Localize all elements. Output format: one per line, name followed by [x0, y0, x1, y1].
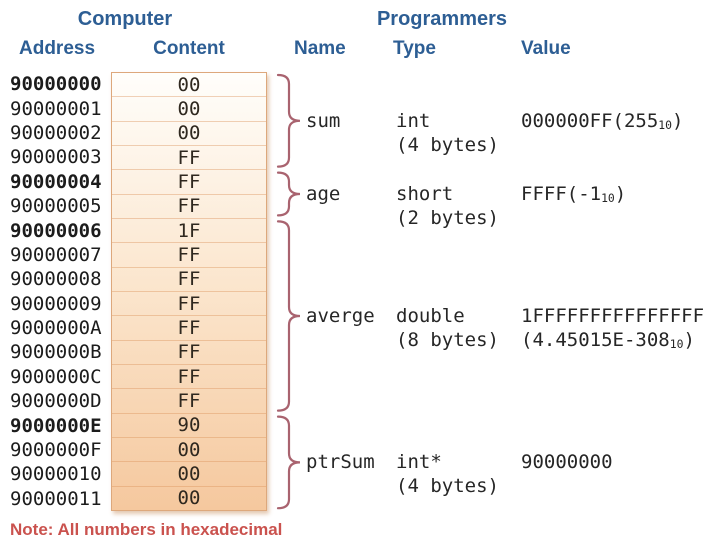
content-cell: FF [112, 341, 266, 365]
content-cell: FF [112, 243, 266, 268]
variable-value-age: FFFF(-110) [521, 183, 627, 206]
brace-ptrSum [276, 415, 301, 510]
content-cell: 00 [112, 462, 266, 487]
content-cell: 00 [177, 487, 201, 510]
content-cell: FF [112, 195, 266, 219]
address-cell: 9000000F [10, 439, 102, 462]
content-cell: FF [112, 292, 266, 317]
brace-averge [276, 220, 301, 412]
value-column-header: Value [521, 38, 571, 59]
content-cell: FF [112, 268, 266, 292]
address-cell: 90000003 [10, 146, 102, 169]
address-cell: 9000000A [10, 317, 102, 340]
address-cell: 9000000D [10, 390, 102, 413]
variable-value-averge: (4.45015E-30810) [521, 329, 695, 352]
content-cell: 00 [112, 438, 266, 463]
hexadecimal-note: Note: All numbers in hexadecimal [10, 520, 283, 539]
content-cell: 00 [112, 122, 266, 146]
variable-name-sum: sum [306, 109, 341, 132]
name-column-header: Name [294, 38, 346, 59]
content-cell: FF [112, 389, 266, 414]
variable-value-ptrSum: 90000000 [521, 451, 613, 474]
address-cell: 90000008 [10, 268, 102, 291]
variable-type-sum: int [396, 109, 431, 132]
content-cell: 1F [112, 219, 266, 244]
content-cell: 00 [112, 73, 266, 98]
content-cell: FF [112, 365, 266, 390]
variable-type-sum: (4 bytes) [396, 133, 499, 156]
brace-age [276, 171, 301, 217]
computer-section-header: Computer [77, 8, 173, 30]
programmers-section-header: Programmers [376, 8, 508, 30]
variable-value-averge: 1FFFFFFFFFFFFFFF [521, 305, 705, 327]
content-cell: FF [112, 146, 266, 171]
variable-name-ptrSum: ptrSum [306, 451, 375, 474]
variable-type-age: short [396, 183, 454, 205]
address-cell: 90000002 [10, 121, 102, 144]
content-cell: 00 [112, 97, 266, 122]
variable-type-averge: (8 bytes) [396, 329, 499, 351]
address-column-header: Address [19, 38, 96, 59]
address-cell: 90000006 [10, 219, 102, 242]
content-cell: 90 [112, 414, 266, 438]
variable-value-sum: 000000FF(25510) [521, 109, 684, 133]
address-cell: 90000007 [10, 243, 102, 266]
content-cell: FF [112, 170, 266, 195]
address-cell: 9000000E [10, 414, 102, 437]
content-cell: FF [112, 316, 266, 341]
variable-type-ptrSum: (4 bytes) [396, 475, 499, 498]
address-cell: 90000004 [10, 170, 102, 193]
variable-type-ptrSum: int* [396, 451, 442, 474]
brace-sum [276, 73, 301, 168]
variable-type-averge: double [396, 305, 465, 327]
variable-name-age: age [306, 183, 341, 205]
address-cell: 9000000B [10, 341, 102, 364]
address-cell: 90000011 [10, 487, 102, 510]
address-cell: 90000005 [10, 195, 102, 218]
variable-name-averge: averge [306, 305, 375, 327]
address-cell: 90000000 [10, 73, 102, 96]
type-column-header: Type [393, 38, 436, 59]
address-cell: 90000010 [10, 463, 102, 486]
address-cell: 9000000C [10, 365, 102, 388]
variable-type-age: (2 bytes) [396, 207, 499, 229]
address-cell: 90000009 [10, 292, 102, 315]
address-cell: 90000001 [10, 97, 102, 120]
content-column-header: Content [153, 38, 225, 59]
